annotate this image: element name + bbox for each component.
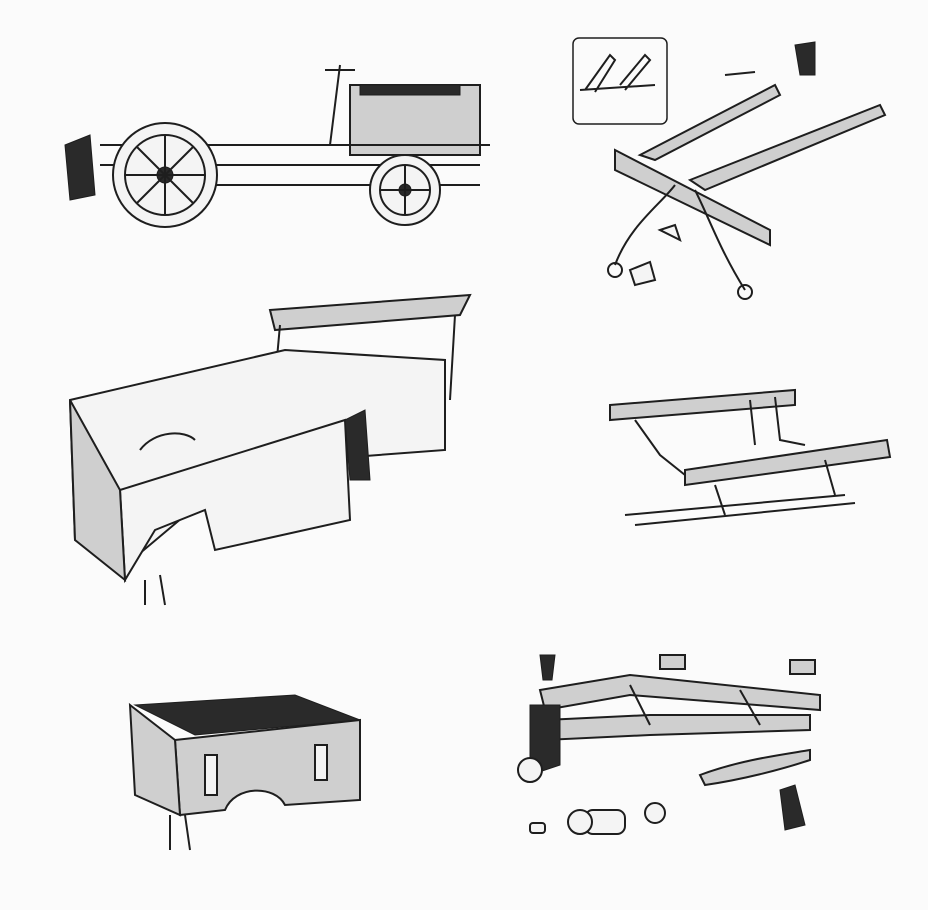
illustration-open-body	[65, 290, 475, 610]
illustration-car-chassis	[60, 55, 510, 235]
illustration-tow-frame	[570, 30, 900, 305]
illustration-seat-frame	[605, 385, 895, 550]
illustration-box-body	[125, 690, 385, 860]
illustration-exploded-frame	[500, 645, 830, 845]
